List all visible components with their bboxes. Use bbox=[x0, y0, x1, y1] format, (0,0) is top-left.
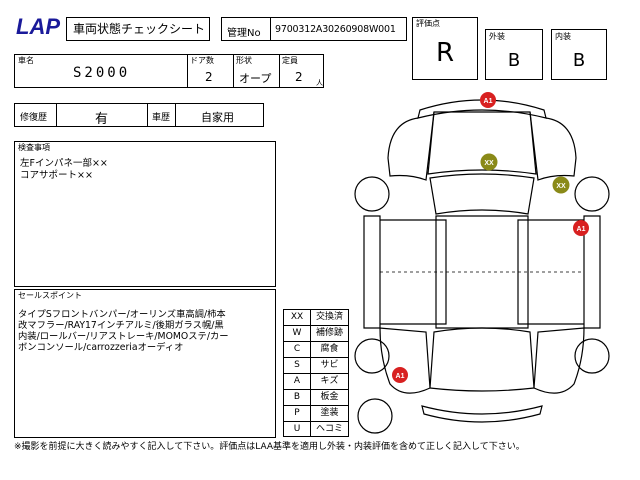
legend-desc: ヘコミ bbox=[315, 424, 343, 434]
shape-label: 形状 bbox=[236, 56, 252, 65]
legend-code: S bbox=[284, 358, 311, 373]
management-label: 管理No bbox=[227, 28, 261, 39]
legend-code: U bbox=[284, 422, 311, 437]
rating-value: R bbox=[435, 38, 455, 68]
right-body-side bbox=[583, 215, 601, 329]
left-rear-fender bbox=[379, 327, 431, 394]
repair-value: 有 bbox=[95, 112, 109, 127]
interior-grade: B bbox=[572, 50, 586, 71]
rating-label: 評価点 bbox=[416, 19, 440, 28]
usage-label: 車歴 bbox=[152, 113, 171, 123]
legend-row: XX 交換済 bbox=[284, 310, 348, 326]
interior-label: 内装 bbox=[555, 32, 571, 41]
cabin-outline bbox=[435, 215, 529, 329]
marker-a1-right-side: A1 bbox=[573, 220, 589, 236]
svg-text:A1: A1 bbox=[577, 226, 586, 233]
legend-code: XX bbox=[284, 310, 311, 325]
legend-row: S サビ bbox=[284, 358, 348, 374]
repair-label: 修復歴 bbox=[20, 113, 48, 123]
legend-desc: サビ bbox=[320, 360, 339, 370]
legend-row: C 腐食 bbox=[284, 342, 348, 358]
svg-text:XX: XX bbox=[556, 183, 566, 190]
sheet-title: 車両状態チェックシート bbox=[73, 22, 206, 36]
left-body-side bbox=[363, 215, 381, 329]
left-rear-wheel bbox=[354, 338, 390, 374]
capacity-label: 定員 bbox=[282, 56, 298, 65]
inspection-label: 検査事項 bbox=[18, 143, 50, 152]
left-front-wheel bbox=[354, 176, 390, 212]
doors-label: ドア数 bbox=[190, 56, 214, 65]
exterior-grade: B bbox=[507, 50, 521, 71]
sales-label: セールスポイント bbox=[18, 291, 82, 300]
management-number-box: 管理No 9700312A30260908W001 bbox=[221, 17, 407, 41]
interior-grade-box: 内装 B bbox=[551, 29, 607, 80]
footer-note: ※撮影を前提に大きく読みやすく記入して下さい。評価点はLAA基準を適用し外装・内… bbox=[14, 442, 525, 452]
legend-desc: 交換済 bbox=[315, 312, 343, 322]
sales-line: タイプSフロントバンパー/オーリンズ車高調/柿本 bbox=[18, 309, 226, 320]
svg-text:A1: A1 bbox=[396, 373, 405, 380]
windshield bbox=[429, 173, 535, 215]
legend-row: W 補修跡 bbox=[284, 326, 348, 342]
car-name: S2000 bbox=[73, 65, 131, 81]
marker-a1-front: A1 bbox=[480, 92, 496, 108]
doors-value: 2 bbox=[205, 70, 213, 84]
exterior-grade-box: 外装 B bbox=[485, 29, 543, 80]
capacity-value: 2 bbox=[295, 70, 303, 84]
usage-value: 自家用 bbox=[201, 111, 234, 124]
capacity-unit: 人 bbox=[316, 79, 323, 87]
logo-text: LAP bbox=[16, 14, 60, 38]
management-number: 9700312A30260908W001 bbox=[275, 24, 396, 35]
right-front-fender bbox=[529, 111, 577, 181]
right-rear-wheel bbox=[574, 338, 610, 374]
title-box: 車両状態チェックシート bbox=[66, 17, 210, 41]
legend-code: W bbox=[284, 326, 311, 341]
legend-code: B bbox=[284, 390, 311, 405]
right-front-wheel bbox=[574, 176, 610, 212]
legend-row: A キズ bbox=[284, 374, 348, 390]
legend-desc: 塗装 bbox=[320, 408, 339, 418]
legend-code: A bbox=[284, 374, 311, 389]
legend-row: P 塗装 bbox=[284, 406, 348, 422]
inspection-line: 左Fインパネ一部×× bbox=[20, 158, 108, 169]
rating-box: 評価点 R bbox=[412, 17, 478, 80]
legend-desc: 腐食 bbox=[320, 344, 339, 354]
legend-row: B 板金 bbox=[284, 390, 348, 406]
history-box: 修復歴 有 車歴 自家用 bbox=[14, 103, 264, 127]
svg-text:XX: XX bbox=[484, 160, 494, 167]
car-name-label: 車名 bbox=[18, 56, 34, 65]
legend-code: P bbox=[284, 406, 311, 421]
svg-text:A1: A1 bbox=[484, 98, 493, 105]
legend-desc: 補修跡 bbox=[315, 328, 343, 338]
sales-line: ボンコンソール/carrozzeriaオーディオ bbox=[18, 342, 184, 353]
marker-xx-hood: XX bbox=[480, 153, 498, 171]
shape-value: オープ bbox=[239, 72, 272, 85]
legend-row: U ヘコミ bbox=[284, 422, 348, 437]
damage-legend: XX 交換済 W 補修跡 C 腐食 S サビ A キズ B 板金 P 塗装 U ヘコミ bbox=[283, 309, 349, 437]
legend-desc: キズ bbox=[320, 376, 339, 386]
rear-bumper-outline bbox=[421, 405, 543, 423]
car-damage-diagram: A1 XX XX A1 A1 bbox=[354, 92, 610, 434]
lap-logo: LAP bbox=[15, 14, 61, 39]
sales-line: 改マフラー/RAY17インチアルミ/後期ガラス幌/黒 bbox=[18, 320, 224, 331]
legend-desc: 板金 bbox=[320, 392, 339, 402]
vehicle-info-box: 車名 S2000 ドア数 2 形状 オープ 定員 2 人 bbox=[14, 54, 324, 88]
exterior-label: 外装 bbox=[489, 32, 505, 41]
legend-code: C bbox=[284, 342, 311, 357]
inspection-line: コアサポート×× bbox=[20, 170, 93, 181]
right-rear-fender bbox=[533, 327, 585, 394]
sales-point-box: セールスポイント タイプSフロントバンパー/オーリンズ車高調/柿本 改マフラー/… bbox=[14, 289, 276, 438]
spare-wheel bbox=[357, 398, 393, 434]
left-front-fender bbox=[387, 111, 435, 181]
rear-deck bbox=[429, 327, 535, 392]
marker-a1-left-rear: A1 bbox=[392, 367, 408, 383]
inspection-box: 検査事項 左Fインパネ一部×× コアサポート×× bbox=[14, 141, 276, 287]
marker-xx-right-fender: XX bbox=[552, 176, 570, 194]
sales-line: 内装/ロールバー/リアストレーキ/MOMOステ/カー bbox=[18, 331, 229, 342]
